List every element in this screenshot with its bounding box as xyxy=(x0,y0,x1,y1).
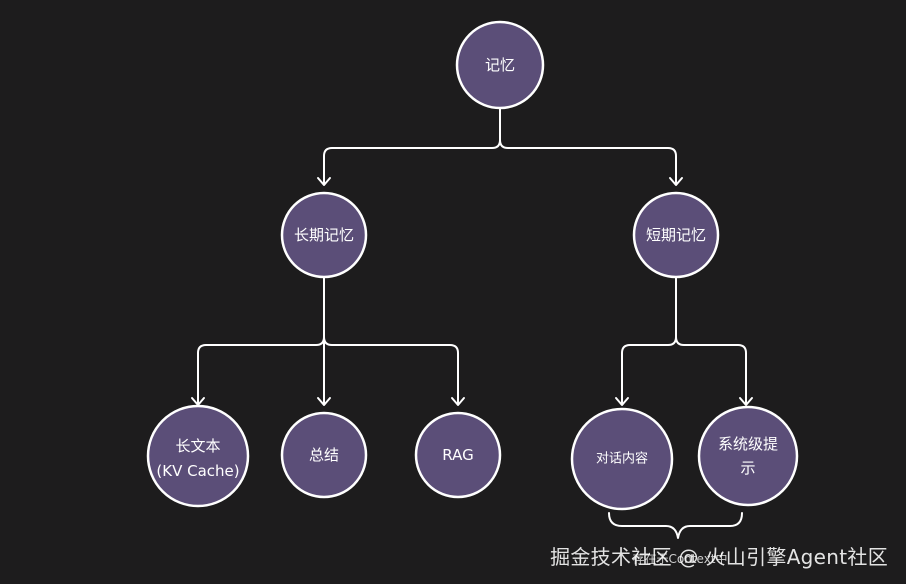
node-system-prompt-label-line1: 系统级提 xyxy=(718,435,778,453)
node-system-prompt-label-line2: 示 xyxy=(740,459,755,477)
node-short-term-memory-label: 短期记忆 xyxy=(646,226,706,244)
connector-short-term-to-system-prompt xyxy=(675,336,747,405)
node-summary: 总结 xyxy=(280,411,368,499)
brace-label: 存在于Context中 xyxy=(632,551,727,566)
arrow-head-system-prompt xyxy=(739,397,753,406)
node-memory: 记忆 xyxy=(455,20,545,110)
node-system-prompt: 系统级提 示 xyxy=(697,405,799,507)
node-dialogue-content: 对话内容 xyxy=(570,407,674,511)
node-long-text-label-line1: 长文本 xyxy=(175,437,220,455)
node-short-term-memory: 短期记忆 xyxy=(632,191,720,279)
node-summary-label: 总结 xyxy=(309,446,339,464)
node-rag: RAG xyxy=(414,411,502,499)
connector-root-to-short-term xyxy=(499,139,677,185)
arrow-head-dialogue xyxy=(615,397,629,406)
node-memory-label: 记忆 xyxy=(485,56,515,74)
node-long-text-label-line2: (KV Cache) xyxy=(156,462,239,480)
node-long-term-memory: 长期记忆 xyxy=(280,191,368,279)
node-long-term-memory-label: 长期记忆 xyxy=(294,226,354,244)
arrow-head-rag xyxy=(451,397,465,406)
connector-short-term-to-dialogue xyxy=(621,336,677,405)
connector-root-to-level1 xyxy=(323,107,501,185)
connector-long-term-to-rag xyxy=(323,336,459,405)
arrow-head-long-term xyxy=(317,177,331,186)
node-dialogue-content-label: 对话内容 xyxy=(596,451,648,467)
watermark: 掘金技术社区 @ 火山引擎Agent社区 xyxy=(550,545,888,569)
arrow-head-short-term xyxy=(669,177,683,186)
context-brace xyxy=(608,512,743,539)
node-long-text-kv-cache: 长文本 (KV Cache) xyxy=(146,404,250,508)
node-rag-label: RAG xyxy=(442,446,473,464)
connector-long-term-to-long-text xyxy=(197,336,325,405)
arrow-head-summary xyxy=(317,397,331,406)
